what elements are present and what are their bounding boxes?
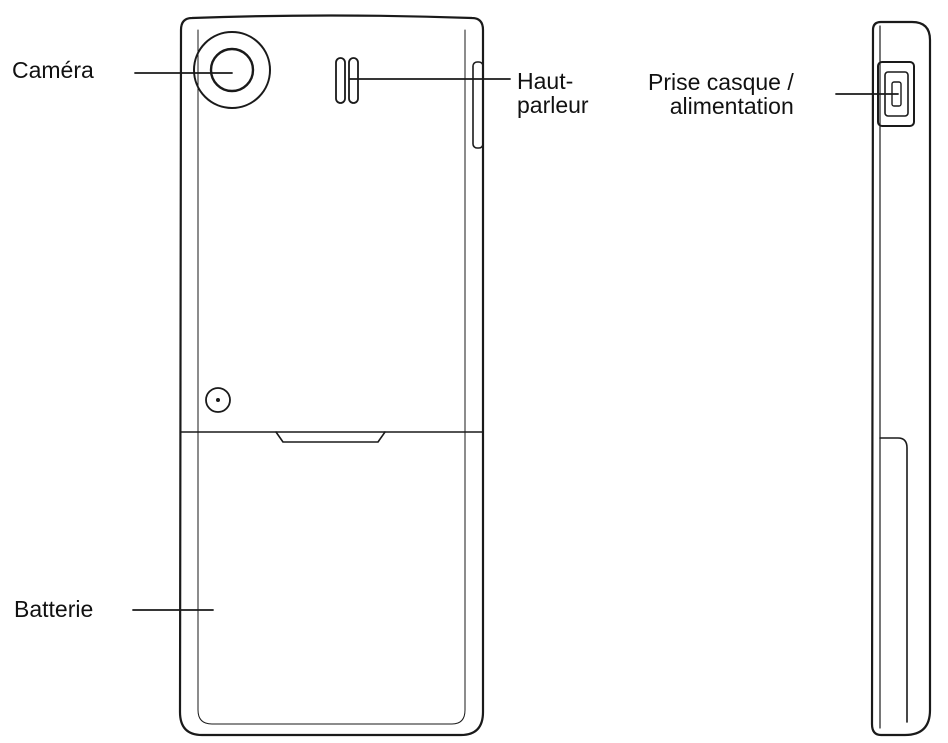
jack-label-line-2: alimentation xyxy=(669,93,794,119)
camera-label: Caméra xyxy=(12,57,94,83)
camera-ring xyxy=(193,31,271,109)
phone-back-inner-edge xyxy=(197,29,466,725)
leader-lines xyxy=(132,72,899,611)
screw xyxy=(205,387,231,413)
jack-label: Prise casque / alimentation xyxy=(648,70,794,118)
battery-label: Batterie xyxy=(14,596,94,622)
speaker-label-line-2: parleur xyxy=(517,92,589,118)
camera-lens xyxy=(209,47,255,93)
phone-back-view xyxy=(178,14,485,737)
speaker-slot-right xyxy=(348,57,359,104)
screw-dot xyxy=(216,398,220,402)
speaker-slot-left xyxy=(335,57,346,104)
battery-cover-notch xyxy=(275,431,386,443)
speaker-label: Haut- parleur xyxy=(517,69,589,117)
phone-side-outline xyxy=(870,20,932,737)
speaker-label-line-1: Haut- xyxy=(517,68,574,94)
jack-label-line-1: Prise casque / xyxy=(648,69,794,95)
phone-side-view xyxy=(870,20,932,737)
side-battery-step xyxy=(879,437,908,723)
phone-back-outline xyxy=(178,14,485,737)
side-key xyxy=(472,61,484,149)
